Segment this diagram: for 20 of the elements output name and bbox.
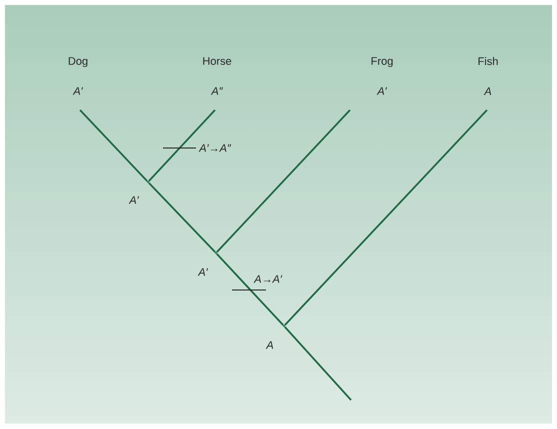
branch-line: [284, 109, 488, 326]
edge-label: A→A′: [254, 275, 282, 283]
state-label: A′: [72, 87, 83, 95]
state-label: A′: [376, 87, 387, 95]
branch-line: [284, 326, 352, 401]
species-name: Fish: [478, 57, 498, 66]
state-label: A′: [128, 196, 139, 204]
branch-line: [216, 253, 284, 326]
state-label: A′: [198, 268, 208, 276]
species-name: Horse: [203, 57, 232, 65]
state-label: A: [266, 341, 274, 349]
state-label: A″: [210, 87, 223, 95]
branch-line: [148, 182, 216, 253]
state-label: A: [484, 87, 492, 95]
branch-line: [79, 109, 148, 182]
species-name: Dog: [68, 57, 88, 68]
branch-line: [148, 109, 216, 182]
species-name: Frog: [372, 57, 393, 68]
branch-line: [216, 109, 351, 253]
edge-label: A′→A″: [198, 144, 232, 152]
